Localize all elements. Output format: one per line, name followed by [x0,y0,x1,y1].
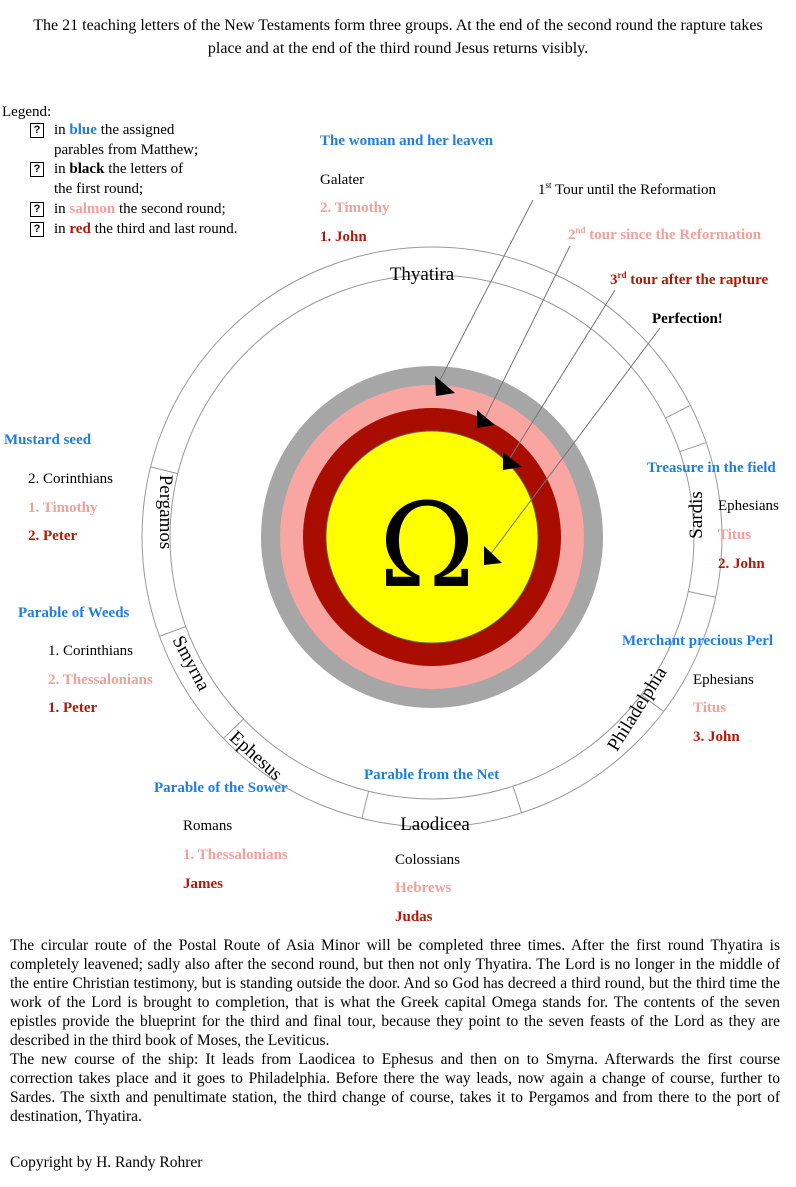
body-text: The circular route of the Postal Route o… [10,936,780,1126]
sardis-second: Titus [718,527,752,543]
pergamos-parable: Mustard seed [4,432,92,448]
ring-divider-8 [159,626,186,637]
arrowhead-2 [477,410,495,428]
station-smyrna: Smyrna [168,632,215,695]
thyatira-parable: The woman and her leaven [320,133,494,149]
laodicea-second: Hebrews [395,880,452,896]
station-pergamos: Pergamos [155,475,176,550]
pergamos-first: 2. Corinthians [28,471,113,487]
ring-divider-2 [679,442,707,453]
outer-ring-outer [141,246,723,828]
outer-ring-inner [169,274,695,800]
station-ephesus: Ephesus [225,727,286,785]
ephesus-second: 1. Thessalonians [183,847,288,863]
thyatira-second: 2. Timothy [320,200,390,216]
philadelphia-first: Ephesians [693,672,754,688]
legend-item-black: ?in black the letters of the first round… [30,159,183,199]
yellow-disc [325,430,539,644]
ring-divider-6 [361,791,370,819]
sardis-parable: Treasure in the field [647,460,776,476]
thyatira-third: 1. John [320,229,367,245]
ring-divider-1 [665,404,691,419]
route-diagram: Ω Thyatira Pergamos Smyrna Ephesus Laodi… [141,180,768,835]
legend-box-icon: ? [30,162,44,177]
ring-divider-9 [150,466,178,475]
legend-box-icon: ? [30,222,44,237]
smyrna-second: 2. Thessalonians [48,672,153,688]
philadelphia-parable: Merchant precious Perl [622,633,774,649]
arrowhead-1 [435,376,455,396]
sardis-third: 2. John [718,556,765,572]
smyrna-first: 1. Corinthians [48,643,133,659]
pergamos-second: 1. Timothy [28,500,98,516]
pointer-line-1 [439,199,534,381]
omega-symbol: Ω [379,479,475,614]
body-paragraph-1: The circular route of the Postal Route o… [10,937,780,1049]
station-sardis: Sardis [686,491,707,539]
pointer-line-4 [489,327,661,556]
smyrna-parable: Parable of Weeds [18,605,130,621]
pointer-line-2 [484,245,571,419]
laodicea-first: Colossians [395,852,461,868]
perfection-label: Perfection! [652,311,723,327]
pergamos-third: 2. Peter [28,528,78,544]
station-laodicea: Laodicea [400,814,470,835]
pointer-line-3 [509,289,616,459]
arrowhead-4 [484,546,502,565]
thyatira-first: Galater [320,172,365,188]
body-paragraph-2: The new course of the ship: It leads fro… [10,1051,780,1125]
legend-item-salmon: ?in salmon the second round; [30,199,226,219]
ephesus-parable: Parable of the Sower [154,780,288,796]
copyright: Copyright by H. Randy Rohrer [10,1154,203,1171]
ephesus-third: James [183,876,223,892]
station-thyatira: Thyatira [390,264,455,285]
arrowhead-3 [503,452,522,470]
ring-divider-3 [688,590,716,598]
ring-divider-7 [223,718,244,739]
smyrna-third: 1. Peter [48,700,98,716]
legend-item-blue: ?in blue the assigned parables from Matt… [30,120,198,160]
legend-box-icon: ? [30,202,44,217]
philadelphia-second: Titus [693,700,727,716]
ring-divider-5 [512,786,523,813]
ephesus-first: Romans [183,818,233,834]
legend-item-red: ?in red the third and last round. [30,219,237,239]
ring-divider-4 [640,694,664,712]
laodicea-parable: Parable from the Net [364,767,500,783]
legend-title: Legend: [2,104,52,120]
legend-box-icon: ? [30,123,44,138]
tour-1-label: 1st Tour until the Reformation [538,180,716,198]
philadelphia-third: 3. John [693,729,740,745]
ring-dividers [150,404,716,819]
laodicea-third: Judas [395,909,433,925]
intro-text: The 21 teaching letters of the New Testa… [33,17,763,57]
tour-3-label: 3rd tour after the rapture [610,270,768,288]
tour-2-label: 2nd tour since the Reformation [568,225,762,243]
sardis-first: Ephesians [718,498,779,514]
